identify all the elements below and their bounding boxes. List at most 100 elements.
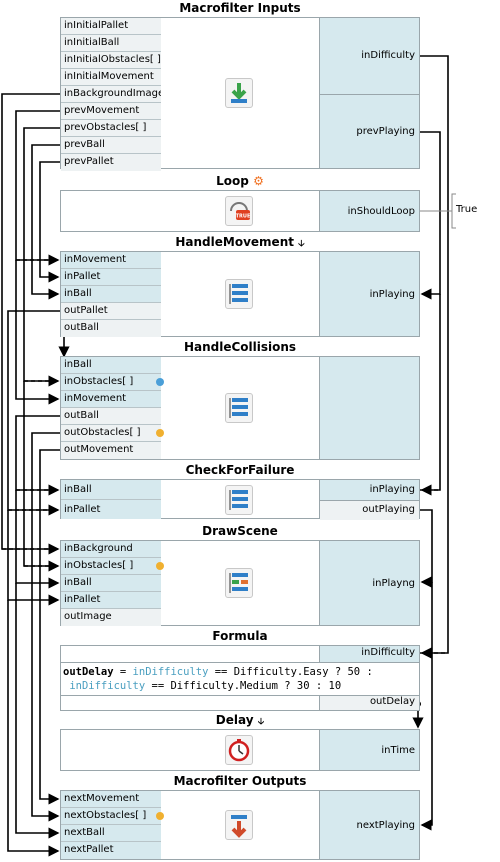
port-next-obstacles[interactable]: nextObstacles[ ]	[61, 808, 161, 825]
port-in-obstacles[interactable]: inObstacles[ ]	[61, 558, 161, 575]
arrow-down-icon: 🡣	[298, 239, 305, 249]
port-in-should-loop[interactable]: inShouldLoop	[347, 206, 415, 217]
block-title: Formula	[212, 629, 268, 643]
input-arrow-icon	[225, 78, 253, 108]
formula-expression[interactable]: outDelay = inDifficulty == Difficulty.Ea…	[61, 662, 419, 696]
port-out-obstacles[interactable]: outObstacles[ ]	[61, 425, 161, 442]
wire-out-ball-hc	[15, 415, 60, 496]
port-in-playing[interactable]: inPlaying	[369, 484, 415, 495]
block-title: Macrofilter Inputs	[179, 1, 301, 15]
port-in-obstacles[interactable]: inObstacles[ ]	[61, 374, 161, 391]
port-next-playing[interactable]: nextPlaying	[356, 820, 415, 831]
port-next-pallet[interactable]: nextPallet	[61, 842, 161, 859]
port-out-pallet[interactable]: outPallet	[61, 303, 161, 320]
port-list: inBall inPallet	[61, 480, 161, 519]
port-in-movement[interactable]: inMovement	[61, 252, 161, 269]
port-in-difficulty[interactable]: inDifficulty	[361, 647, 415, 658]
timer-icon	[225, 735, 253, 765]
port-in-playng[interactable]: inPlayng	[372, 578, 415, 589]
port-in-initial-obstacles[interactable]: inInitialObstacles[ ]	[61, 52, 161, 69]
port-list: nextMovement nextObstacles[ ] nextBall n…	[61, 791, 161, 859]
wire-out-ball-hc-3	[15, 583, 60, 839]
formula-var-ref: inDifficulty	[132, 666, 209, 678]
gear-icon: ⚙	[253, 174, 264, 188]
port-prev-movement[interactable]: prevMovement	[61, 103, 161, 120]
arrow-down-icon: 🡣	[257, 717, 265, 727]
port-in-ball[interactable]: inBall	[61, 480, 161, 500]
wire-out-obstacles-hc	[31, 432, 60, 822]
wire-out-pallet-2	[7, 510, 60, 606]
wire-prev-obstacles	[23, 127, 60, 387]
right-panel: inDifficulty prevPlaying	[319, 18, 419, 168]
port-list: inBackground inObstacles[ ] inBall inPal…	[61, 541, 161, 626]
formula-text: == Difficulty.Medium ? 30 : 10	[145, 680, 342, 692]
block-title: HandleMovement 🡣	[60, 234, 420, 250]
wire-in-difficulty	[420, 55, 449, 659]
port-out-delay[interactable]: outDelay	[369, 696, 415, 707]
wire-out-pallet	[7, 310, 60, 516]
right-panel: inTime	[319, 730, 419, 770]
port-in-pallet[interactable]: inPallet	[61, 269, 161, 286]
formula-text: == Difficulty.Easy ? 50 :	[208, 666, 373, 678]
port-prev-ball[interactable]: prevBall	[61, 137, 161, 154]
port-out-movement[interactable]: outMovement	[61, 442, 161, 459]
port-in-difficulty[interactable]: inDifficulty	[361, 50, 415, 61]
block-title: Loop ⚙	[60, 173, 420, 189]
port-in-initial-movement[interactable]: inInitialMovement	[61, 69, 161, 86]
port-prev-pallet[interactable]: prevPallet	[61, 154, 161, 171]
port-in-initial-pallet[interactable]: inInitialPallet	[61, 18, 161, 35]
port-in-time[interactable]: inTime	[381, 745, 415, 756]
port-out-ball[interactable]: outBall	[61, 320, 161, 337]
port-in-ball[interactable]: inBall	[61, 357, 161, 374]
port-in-movement[interactable]: inMovement	[61, 391, 161, 408]
port-next-ball[interactable]: nextBall	[61, 825, 161, 842]
port-out-image[interactable]: outImage	[61, 609, 161, 626]
formula-output-var: outDelay	[63, 666, 114, 678]
delay-title: Delay	[215, 713, 254, 727]
port-list: inMovement inPallet inBall outPallet out…	[61, 252, 161, 337]
port-in-background[interactable]: inBackground	[61, 541, 161, 558]
wire-out-playing	[420, 509, 433, 588]
block-title: HandleCollisions	[183, 340, 297, 354]
port-list: inBall inObstacles[ ] inMovement outBall…	[61, 357, 161, 459]
draw-scene-icon	[225, 568, 253, 598]
port-in-playing[interactable]: inPlaying	[369, 289, 415, 300]
block-title: CheckForFailure	[185, 463, 295, 477]
port-in-ball[interactable]: inBall	[61, 575, 161, 592]
right-panel: nextPlaying	[319, 791, 419, 859]
wire-out-pallet-3	[7, 600, 60, 857]
port-in-pallet[interactable]: inPallet	[61, 500, 161, 519]
port-in-ball[interactable]: inBall	[61, 286, 161, 303]
port-in-background-image[interactable]: inBackgroundImage	[61, 86, 161, 103]
const-true-value[interactable]: True	[456, 204, 478, 215]
svg-text:TRUE: TRUE	[236, 214, 251, 220]
formula-assign: =	[113, 666, 133, 678]
list-steps-icon	[225, 485, 253, 515]
block-title: DrawScene	[202, 524, 278, 538]
loop-true-icon: TRUE	[225, 196, 253, 226]
right-panel	[319, 357, 419, 459]
handle-movement-title: HandleMovement	[175, 235, 294, 249]
wire-out-ball-hc-2	[15, 490, 60, 589]
wire-prev-pallet	[39, 161, 60, 283]
loop-title: Loop	[216, 174, 249, 188]
wire-prev-movement-2	[15, 260, 60, 405]
port-out-playing[interactable]: outPlaying	[362, 504, 415, 515]
port-in-initial-ball[interactable]: inInitialBall	[61, 35, 161, 52]
wire-out-movement-hc	[39, 449, 60, 805]
wire-prev-playing	[420, 131, 441, 300]
right-panel: inPlayng	[319, 541, 419, 625]
port-out-ball[interactable]: outBall	[61, 408, 161, 425]
right-panel: inPlaying outPlaying	[319, 480, 419, 520]
output-arrow-icon	[225, 810, 253, 840]
port-next-movement[interactable]: nextMovement	[61, 791, 161, 808]
port-prev-obstacles[interactable]: prevObstacles[ ]	[61, 120, 161, 137]
port-prev-playing[interactable]: prevPlaying	[356, 126, 415, 137]
port-in-pallet[interactable]: inPallet	[61, 592, 161, 609]
wire-prev-ball	[31, 144, 60, 300]
array-loop-icon	[156, 562, 164, 570]
array-loop-out-icon	[156, 429, 164, 437]
block-title: Delay 🡣	[60, 712, 420, 728]
formula-input-panel: inDifficulty	[319, 646, 419, 662]
wire-prev-movement	[15, 110, 60, 266]
